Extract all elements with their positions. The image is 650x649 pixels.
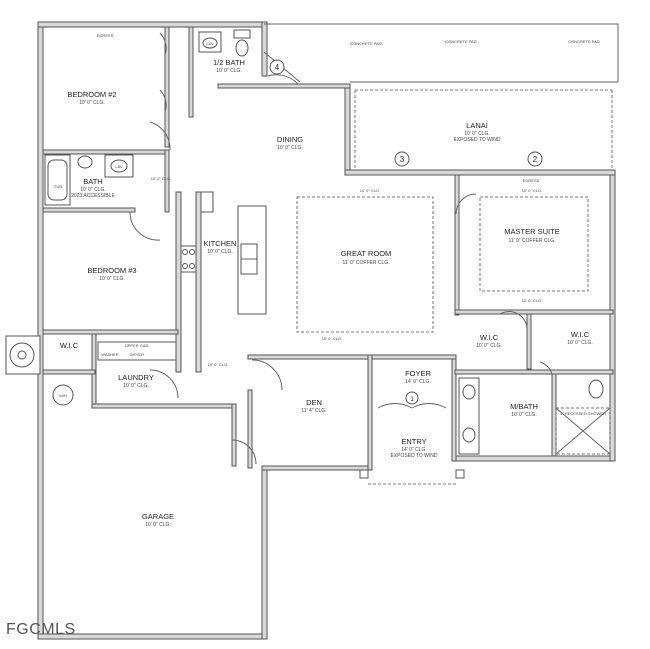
marker-2 [527,151,543,167]
den-name: DEN [306,398,322,407]
lav-label-half-bath: LAV [206,41,214,46]
mbath-ceiling: 10' 0" CLG. [511,412,537,418]
bath-note: 2023 ACCESSIBLE [71,193,115,199]
garage-name: GARAGE [142,512,174,521]
annotations: EGRESS EGRESS CONCRETE PAD CONCRETE PAD … [54,33,606,416]
half-bath-ceiling: 10' 0" CLG. [216,68,242,74]
concrete-pad-label-3: CONCRETE PAD [568,39,600,44]
fixtures [5,29,611,485]
marker-3 [394,151,410,167]
master-suite-ceiling: 11' 0" COFFER CLG. [508,238,555,244]
watermark: FGCMLS [6,621,76,638]
laundry-ceiling: 10' 0" CLG. [123,383,149,389]
entry-name: ENTRY [401,437,426,446]
bedroom3-name: BEDROOM #3 [87,266,136,275]
concrete-pad-label-2: CONCRETE PAD [445,39,477,44]
great-room-ceiling: 11' 0" COFFER CLG. [342,260,389,266]
bath-name: BATH [83,177,102,186]
marker-4 [269,59,285,75]
wic-master1-ceiling: 10' 0" CLG. [476,343,502,349]
dining-name: DINING [277,135,303,144]
wic-master2-ceiling: 10' 0" CLG. [567,340,593,346]
lav-label-bath: LAV [115,164,123,169]
half-bath-name: 1/2 BATH [213,58,245,67]
room-labels: BEDROOM #2 10' 0" CLG. 1/2 BATH 10' 0" C… [60,58,593,528]
clg-label-master-top: 10' 0" CLG. [522,188,542,193]
clg-label-great-bottom: 10' 0" CLG. [322,336,342,341]
water-heater-label: W/H [59,393,67,398]
master-suite-name: MASTER SUITE [504,227,559,236]
bedroom2-ceiling: 10' 0" CLG. [79,100,105,106]
upper-cab-label: UPPER CAB. [125,343,149,348]
concrete-pad-outline [263,23,619,168]
bath-ceiling: 10' 0" CLG. [80,187,106,193]
marker-4-label: 4 [275,63,280,72]
clg-label-hall: 10' 0" CLG. [151,176,171,181]
bedroom3-ceiling: 10' 0" CLG. [99,276,125,282]
tub-label: TUB [54,184,62,189]
interior-walls [42,26,614,471]
bedroom2-name: BEDROOM #2 [67,90,116,99]
section-markers: 4 3 2 1 [269,59,543,403]
marker-2-label: 2 [533,155,538,164]
kitchen-name: KITCHEN [204,239,237,248]
clg-label-master-bottom: 10' 0" CLG. [522,298,542,303]
wic-master1-name: W.I.C [480,333,499,342]
lanai-note: EXPOSED TO WIND [453,137,500,143]
lanai-name: LANAI [466,121,488,130]
clg-label-great: 10' 0" CLG. [360,188,380,193]
shower-label: 4" RECESSED SHOWER [560,411,606,416]
kitchen-ceiling: 10' 0" CLG. [207,249,233,255]
foyer-name: FOYER [405,369,431,378]
wic-master2-name: W.I.C [571,330,590,339]
great-room-name: GREAT ROOM [341,249,392,258]
concrete-pad-label-1: CONCRETE PAD [350,41,382,46]
clg-label-kitchen-bottom: 10' 0" CLG. [208,362,228,367]
entry-ceiling: 14' 0" CLG. [401,447,427,453]
marker-1-label: 1 [410,397,414,403]
wic-left-name: W.I.C [60,341,79,350]
exterior-walls [37,21,616,640]
washer-label: WASHER [101,352,119,357]
garage-ceiling: 10' 0" CLG. [145,522,171,528]
den-ceiling: 11' 4" CLG. [301,408,326,414]
egress-label-master: EGRESS [523,178,540,183]
dining-ceiling: 10' 0" CLG. [277,145,303,151]
foyer-ceiling: 14' 0" CLG. [405,379,431,385]
mbath-name: M/BATH [510,402,538,411]
egress-label-bedroom2: EGRESS [97,33,114,38]
lanai-ceiling: 10' 0" CLG. [464,131,490,137]
dryer-label: DRYER [130,352,144,357]
laundry-name: LAUNDRY [118,373,154,382]
marker-3-label: 3 [400,155,405,164]
entry-note: EXPOSED TO WIND [390,453,437,459]
